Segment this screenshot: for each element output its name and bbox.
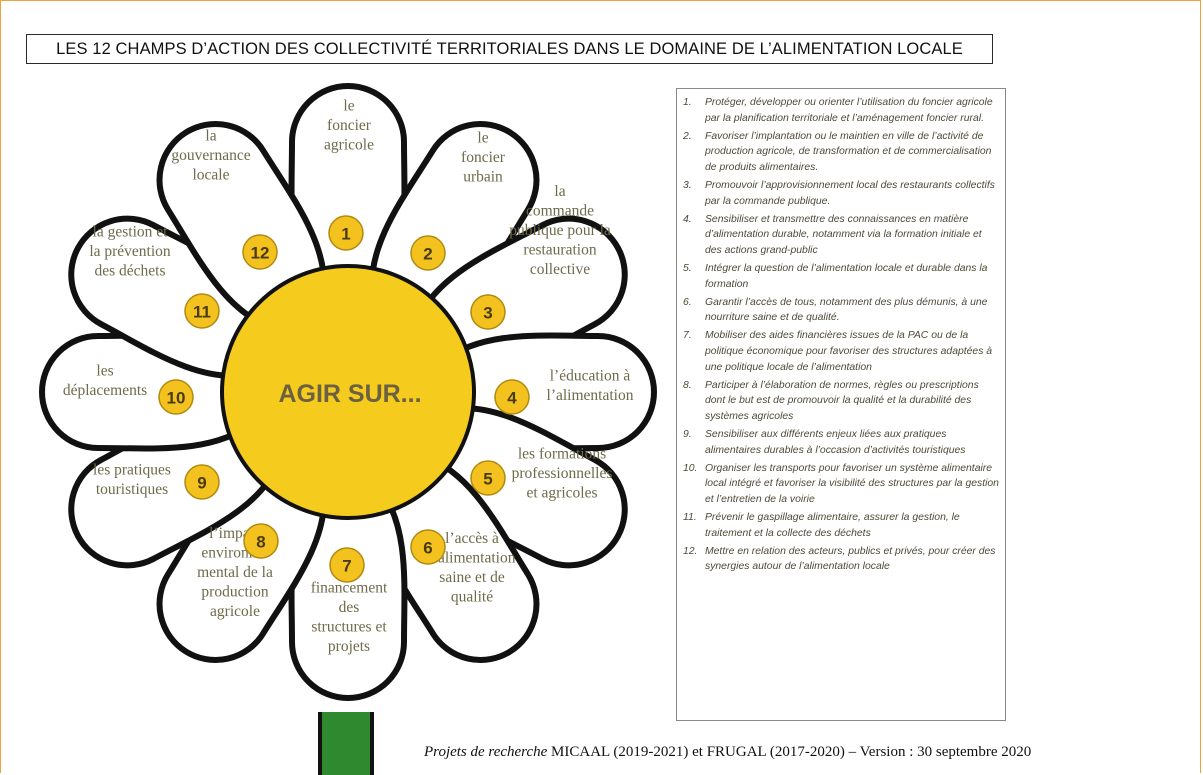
petal-shape-12 [156, 121, 328, 332]
legend-item-number: 5. [683, 262, 692, 274]
legend-item-number: 6. [683, 296, 692, 308]
number-badge-10: 10 [158, 379, 194, 415]
legend-item-text: Promouvoir l’approvisionnement local des… [705, 179, 995, 207]
legend-item: 9. Sensibiliser aux différents enjeux li… [683, 427, 999, 459]
footer-credits: Projets de recherche MICAAL (2019-2021) … [424, 744, 1031, 761]
legend-item-number: 11. [683, 511, 697, 523]
number-badge-5: 5 [470, 460, 506, 496]
footer-rest: MICAAL (2019-2021) et FRUGAL (2017-2020)… [547, 744, 1032, 760]
legend-item: 1. Protéger, développer ou orienter l’uti… [683, 95, 999, 127]
legend-item-text: Organiser les transports pour favoriser … [705, 462, 999, 506]
legend-item-text: Mobiliser des aides financières issues d… [705, 330, 993, 373]
legend-item-text: Sensibiliser et transmettre des connaiss… [705, 213, 982, 257]
svg-text:8: 8 [256, 533, 265, 552]
legend-item-text: Intégrer la question de l’alimentation l… [705, 262, 988, 290]
legend-box: 1. Protéger, développer ou orienter l’uti… [676, 88, 1006, 721]
legend-item: 10. Organiser les transports pour favoris… [683, 461, 999, 508]
flower-stem [318, 712, 374, 775]
svg-text:9: 9 [197, 474, 206, 493]
svg-text:3: 3 [483, 304, 492, 323]
svg-text:12: 12 [251, 244, 270, 263]
legend-item-text: Garantir l’accès de tous, notamment des … [705, 296, 988, 324]
legend-item-number: 2. [683, 130, 692, 142]
legend-item-number: 4. [683, 213, 692, 225]
legend-item-number: 3. [683, 179, 692, 191]
legend-item-number: 8. [683, 379, 692, 391]
svg-text:6: 6 [423, 539, 432, 558]
footer-italic: Projets de recherche [424, 744, 548, 760]
legend-list: 1. Protéger, développer ou orienter l’uti… [683, 95, 999, 575]
number-badge-4: 4 [494, 379, 530, 415]
legend-item: 11. Prévenir le gaspillage alimentaire, a… [683, 510, 999, 542]
legend-item: 8. Participer à l’élaboration de normes, … [683, 378, 999, 425]
petal-12 [156, 121, 328, 332]
number-badge-9: 9 [184, 464, 220, 500]
svg-text:2: 2 [423, 245, 432, 264]
legend-item: 6. Garantir l’accès de tous, notamment de… [683, 295, 999, 327]
number-badge-6: 6 [410, 529, 446, 565]
number-badge-3: 3 [470, 294, 506, 330]
legend-item-number: 1. [683, 97, 692, 108]
legend-item: 5. Intégrer la question de l’alimentation… [683, 261, 999, 293]
legend-item-number: 10. [683, 462, 698, 474]
number-badge-11: 11 [184, 293, 220, 329]
legend-item-text: Protéger, développer ou orienter l’utili… [705, 97, 993, 124]
legend-item: 12. Mettre en relation des acteurs, publi… [683, 544, 999, 576]
svg-text:5: 5 [483, 470, 492, 489]
legend-item: 7. Mobiliser des aides financières issues… [683, 328, 999, 375]
legend-item: 2. Favoriser l’implantation ou le maintie… [683, 129, 999, 176]
center-label: AGIR SUR... [278, 380, 421, 408]
page-title: LES 12 CHAMPS D’ACTION DES COLLECTIVITÉ … [26, 34, 993, 64]
number-badge-12: 12 [242, 234, 278, 270]
legend-item: 3. Promouvoir l’approvisionnement local d… [683, 178, 999, 210]
legend-item-text: Mettre en relation des acteurs, publics … [705, 545, 996, 573]
svg-text:7: 7 [342, 557, 351, 576]
legend-item-number: 7. [683, 330, 692, 342]
number-badge-8: 8 [243, 523, 279, 559]
flower-center [220, 264, 476, 520]
svg-text:4: 4 [507, 389, 517, 408]
svg-text:11: 11 [193, 303, 211, 322]
legend-item-number: 9. [683, 428, 692, 440]
legend-item-text: Favoriser l’implantation ou le maintien … [705, 130, 992, 174]
svg-text:10: 10 [167, 389, 186, 408]
legend-item-text: Prévenir le gaspillage alimentaire, assu… [705, 511, 960, 539]
legend-item-text: Sensibiliser aux différents enjeux liées… [705, 428, 966, 456]
number-badge-7: 7 [329, 547, 365, 583]
petals-layer [39, 83, 657, 701]
legend-item-text: Participer à l’élaboration de normes, rè… [705, 379, 979, 423]
svg-text:1: 1 [341, 225, 350, 244]
legend-item: 4. Sensibiliser et transmettre des connai… [683, 212, 999, 259]
legend-item-number: 12. [683, 545, 698, 557]
number-badge-2: 2 [410, 235, 446, 271]
number-badge-1: 1 [328, 215, 364, 251]
